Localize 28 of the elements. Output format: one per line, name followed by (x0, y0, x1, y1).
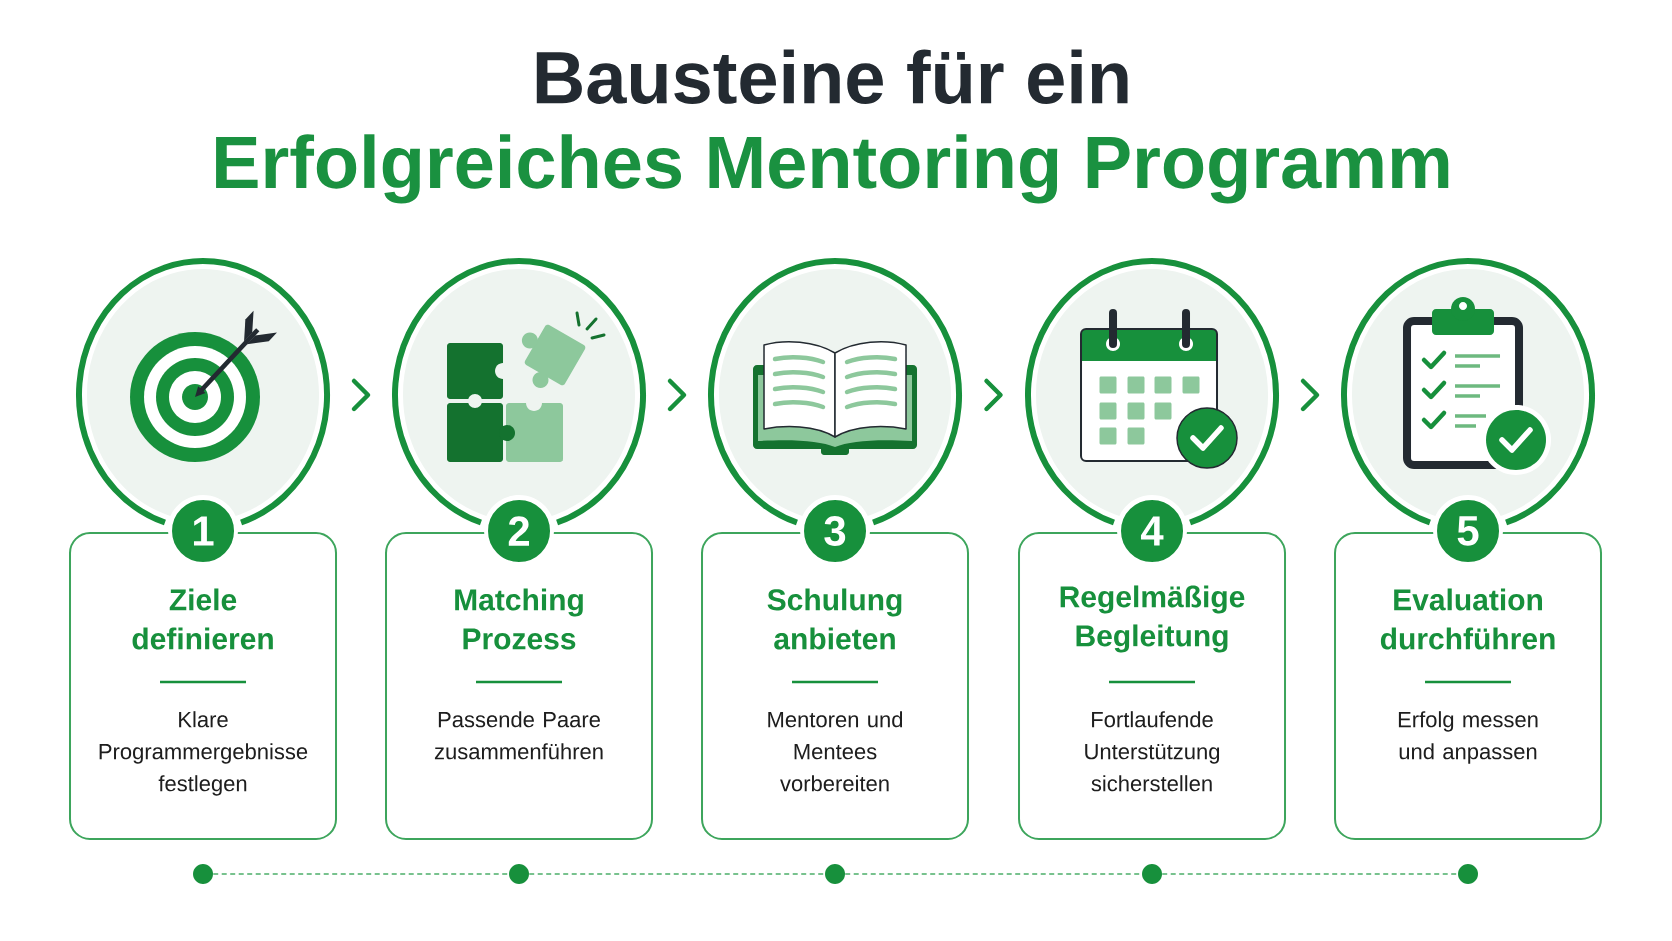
step-description: Fortlaufende Unterstützung sicherstellen (1085, 711, 1220, 792)
step-heading: Ziele definieren (132, 588, 273, 650)
step-heading: Regelmäßige Begleitung (1060, 585, 1245, 653)
timeline-dot (193, 864, 213, 884)
number-badge: 3 (800, 496, 870, 566)
step-heading: Schulung anbieten (767, 588, 902, 650)
chevron-arrow (984, 378, 1003, 412)
timeline-dot (1142, 864, 1162, 884)
number-badge: 2 (484, 496, 554, 566)
timeline-dot (509, 864, 529, 884)
step-description: Passende Paare zusammenführen (434, 711, 603, 760)
step-heading: Evaluation durchführen (1380, 588, 1555, 650)
timeline-dot (1458, 864, 1478, 884)
step-description: Erfolg messen und anpassen (1398, 711, 1538, 764)
step-description: Klare Programmergebnisse festlegen (99, 711, 308, 796)
chevron-arrow (351, 378, 371, 412)
chevron-arrow (667, 378, 687, 412)
step-heading: Matching Prozess (455, 588, 583, 650)
step-description: Mentoren und Mentees vorbereiten (768, 711, 903, 792)
chevron-arrow (1300, 378, 1320, 412)
timeline-dot (825, 864, 845, 884)
number-badge: 1 (168, 496, 238, 566)
number-badge: 4 (1117, 496, 1187, 566)
dashed-line (1161, 873, 1459, 875)
dashed-line (212, 873, 510, 875)
title: Bausteine für ein Erfolgreiches Mentoring Programm (216, 49, 1449, 204)
dashed-line (528, 873, 826, 875)
number-badge: 5 (1433, 496, 1503, 566)
